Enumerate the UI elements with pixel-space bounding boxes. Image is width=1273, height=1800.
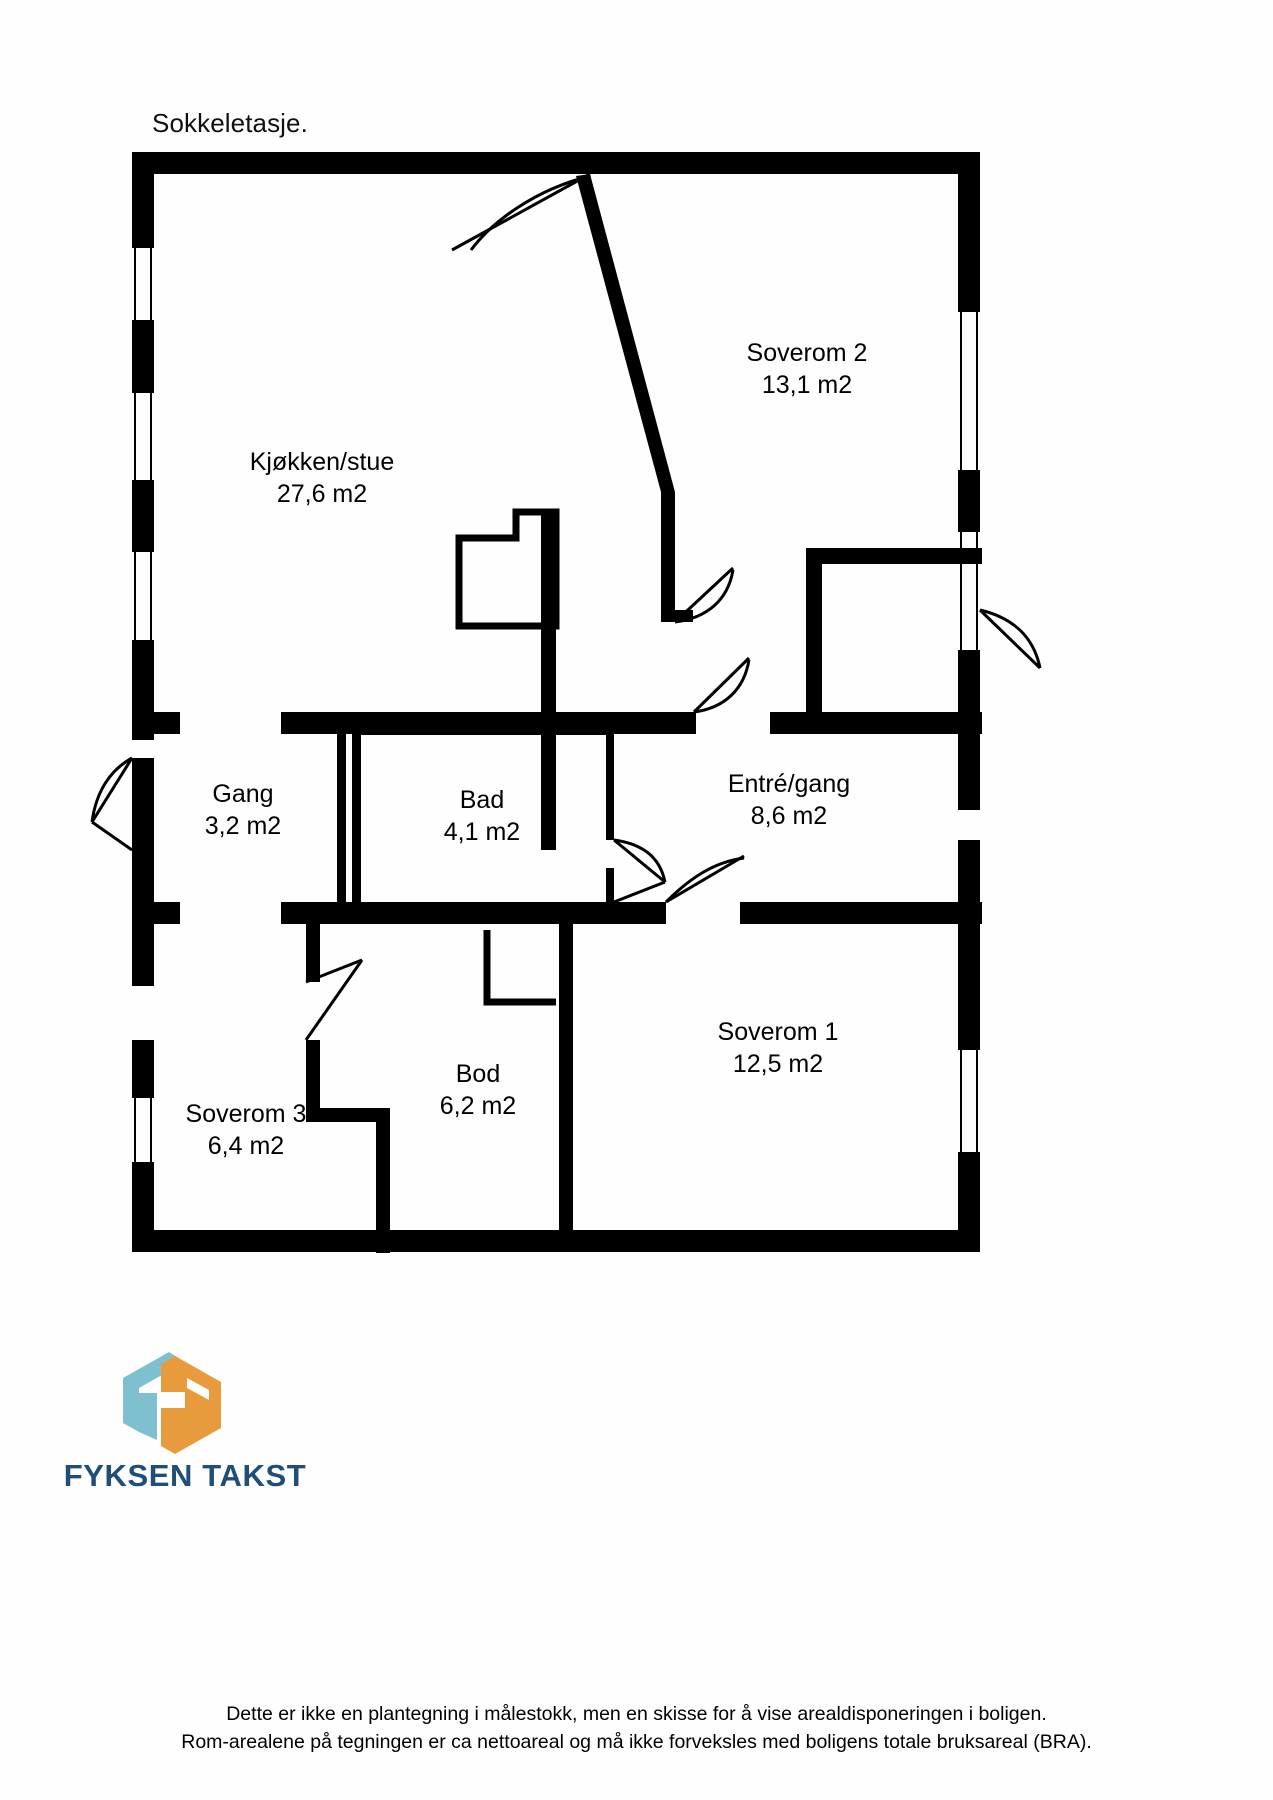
wall-bad-right-lower <box>606 868 614 913</box>
door-entrance-leaf <box>978 608 1042 670</box>
wall-bod-right <box>559 924 573 1252</box>
logo-shape-teal-lower <box>139 1393 157 1440</box>
room-area-soverom-2: 13,1 m2 <box>762 371 852 399</box>
door-bad-arc <box>613 838 667 883</box>
wall-soverom3-jog-h <box>306 1108 390 1122</box>
wall-soverom2-left <box>661 492 675 622</box>
wall-gang-bad-a <box>337 722 346 902</box>
wall-right-seg-5 <box>958 870 980 990</box>
room-label-soverom-2: Soverom 2 <box>747 339 868 367</box>
company-name: FYKSEN TAKST <box>63 1458 307 1493</box>
floorplan-svg: Kjøkken/stue 27,6 m2 Soverom 2 13,1 m2 G… <box>90 152 1042 1253</box>
window-right-4 <box>960 1050 978 1152</box>
room-area-kjokken-stue: 27,6 m2 <box>277 480 367 508</box>
wall-left-seg-3 <box>132 480 154 552</box>
floorplan-drawing: Kjøkken/stue 27,6 m2 Soverom 2 13,1 m2 G… <box>0 140 1273 1290</box>
door-top-arc <box>469 174 591 251</box>
window-left-4 <box>134 1098 152 1162</box>
door-gang-ext-leaf2 <box>91 820 133 852</box>
window-right-1 <box>960 312 978 470</box>
wall-bad-inner-top <box>361 728 613 735</box>
interior-walls <box>132 174 982 1253</box>
logo-shape-teal-upper <box>123 1352 185 1432</box>
window-left-3 <box>134 552 152 640</box>
logo-shape-orange <box>161 1356 221 1454</box>
wall-gang-bad-b <box>352 722 361 902</box>
wall-right-seg-2 <box>958 470 980 532</box>
logo-shape-cut <box>187 1378 209 1400</box>
wall-diagonal-soverom2 <box>576 174 675 492</box>
door-soverom1-leaf <box>665 854 745 904</box>
wall-mid-horizontal-top-right <box>626 712 696 734</box>
wall-left-seg-5 <box>132 758 154 868</box>
wall-bad-right-upper <box>606 728 614 840</box>
wall-mid-horizontal-top-far-right <box>770 712 982 734</box>
disclaimer-line-1: Dette er ikke en plantegning i målestokk… <box>226 1703 1047 1725</box>
wall-left-seg-8 <box>132 1162 154 1252</box>
wall-bod-left-upper <box>306 924 320 982</box>
door-entre-upper-arc <box>693 659 751 714</box>
wall-left-seg-7 <box>132 1040 154 1098</box>
wall-right-seg-7 <box>958 1152 980 1252</box>
room-area-bod: 6,2 m2 <box>440 1092 516 1120</box>
wall-mid-horizontal-bottom-left-stub <box>132 902 180 924</box>
wall-left-seg-6 <box>132 868 154 986</box>
disclaimer: Dette er ikke en plantegning i målestokk… <box>0 1700 1273 1757</box>
wall-left-seg-2 <box>132 320 154 393</box>
wall-kitchen-vertical-lower <box>541 700 556 850</box>
wall-soverom3-right <box>376 1108 390 1253</box>
room-label-kjokken-stue: Kjøkken/stue <box>250 448 395 476</box>
room-label-bad: Bad <box>460 786 504 814</box>
company-logo: FYKSEN TAKST <box>55 1340 315 1520</box>
room-area-soverom-1: 12,5 m2 <box>733 1050 823 1078</box>
door-soverom3-leaf2 <box>304 959 364 1041</box>
wall-gang-left-stub <box>132 712 180 734</box>
door-gang-ext-arc <box>90 756 133 823</box>
fyksen-logo-icon <box>123 1352 221 1454</box>
exterior-walls <box>132 152 980 1252</box>
wall-left-seg-1 <box>132 152 154 248</box>
window-left-1 <box>134 248 152 320</box>
door-top-leaf <box>451 172 591 252</box>
disclaimer-line-2: Rom-arealene på tegningen er ca nettoare… <box>181 1731 1092 1754</box>
doors <box>90 172 1042 1041</box>
page-title: Sokkeletasje. <box>152 108 308 138</box>
wall-entre-top <box>806 548 982 564</box>
wall-mid-horizontal-bottom-c <box>740 902 982 924</box>
wall-right-seg-4 <box>958 840 980 870</box>
door-gang-ext-leaf <box>90 757 134 823</box>
door-bad-leaf2 <box>613 880 666 904</box>
wall-bod-left-mid <box>306 1040 320 1122</box>
wall-entre-left <box>806 548 822 718</box>
room-area-gang: 3,2 m2 <box>205 812 281 840</box>
wall-right-seg-6 <box>958 990 980 1050</box>
wall-kitchen-vertical <box>541 512 556 728</box>
room-label-soverom-1: Soverom 1 <box>718 1018 839 1046</box>
door-entre-upper-leaf <box>692 656 751 714</box>
door-soverom3-leaf <box>305 958 363 984</box>
door-entrance-arc <box>979 608 1042 669</box>
room-area-bad: 4,1 m2 <box>444 818 520 846</box>
wall-bod-notch <box>483 930 556 1006</box>
door-soverom2-jamb <box>675 610 693 622</box>
wall-right-seg-1 <box>958 152 980 312</box>
room-label-soverom-3: Soverom 3 <box>186 1100 307 1128</box>
wall-mid-horizontal-bottom-b <box>626 902 666 924</box>
room-label-gang: Gang <box>212 780 273 808</box>
window-right-3 <box>960 870 978 990</box>
wall-mid-horizontal-bottom <box>281 902 626 924</box>
door-bad-leaf <box>613 838 666 884</box>
room-area-soverom-3: 6,4 m2 <box>208 1132 284 1160</box>
room-label-entre-gang: Entré/gang <box>728 770 850 798</box>
room-area-entre-gang: 8,6 m2 <box>751 802 827 830</box>
room-label-bod: Bod <box>456 1060 500 1088</box>
room-labels: Kjøkken/stue 27,6 m2 Soverom 2 13,1 m2 G… <box>186 339 868 1160</box>
window-left-2 <box>134 393 152 480</box>
